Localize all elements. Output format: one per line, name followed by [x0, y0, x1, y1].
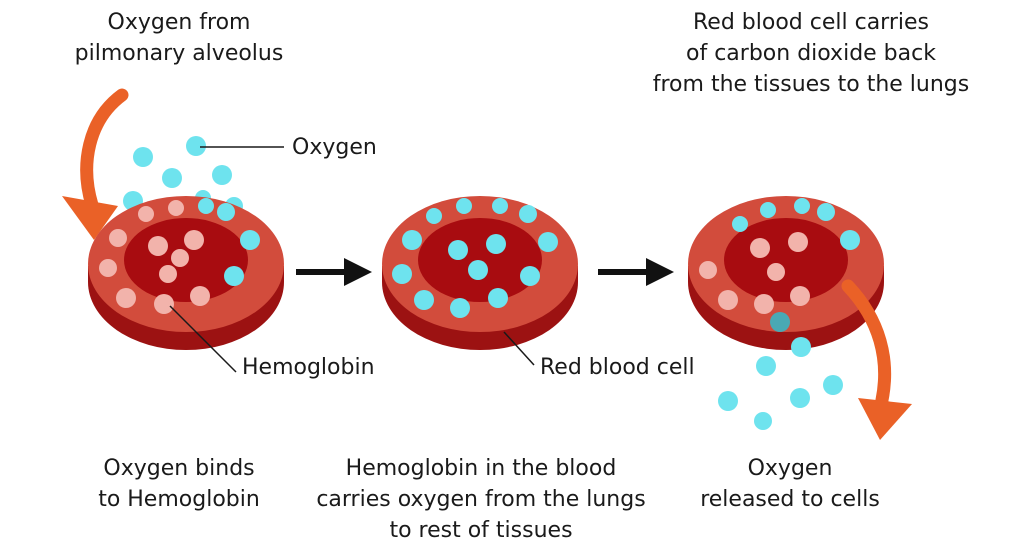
label-hemoglobin: Hemoglobin [242, 355, 375, 380]
label-oxygen: Oxygen [292, 135, 377, 160]
red-blood-cell-pointer-line [503, 331, 535, 366]
red-blood-cell-3 [688, 196, 884, 350]
caption-step-2: Hemoglobin in the blood carries oxygen f… [316, 456, 646, 543]
label-red-blood-cell: Red blood cell [540, 355, 695, 380]
red-blood-cell-2 [382, 196, 578, 350]
step-arrow-2 [598, 258, 674, 286]
hemoglobin-pointer-line [169, 305, 237, 373]
label-oxygen-from-alveolus: Oxygen from pilmonary alveolus [74, 10, 284, 66]
red-blood-cell-1 [88, 196, 284, 350]
label-rbc-carries-co2: Red blood cell carries of carbon dioxide… [652, 10, 970, 97]
outgoing-oxygen-arrow [841, 279, 912, 440]
released-oxygen-molecules [718, 337, 843, 430]
incoming-oxygen-arrow [62, 88, 129, 240]
step-arrow-1 [296, 258, 372, 286]
caption-step-1: Oxygen binds to Hemoglobin [98, 456, 260, 512]
caption-step-3: Oxygen released to cells [700, 456, 880, 512]
